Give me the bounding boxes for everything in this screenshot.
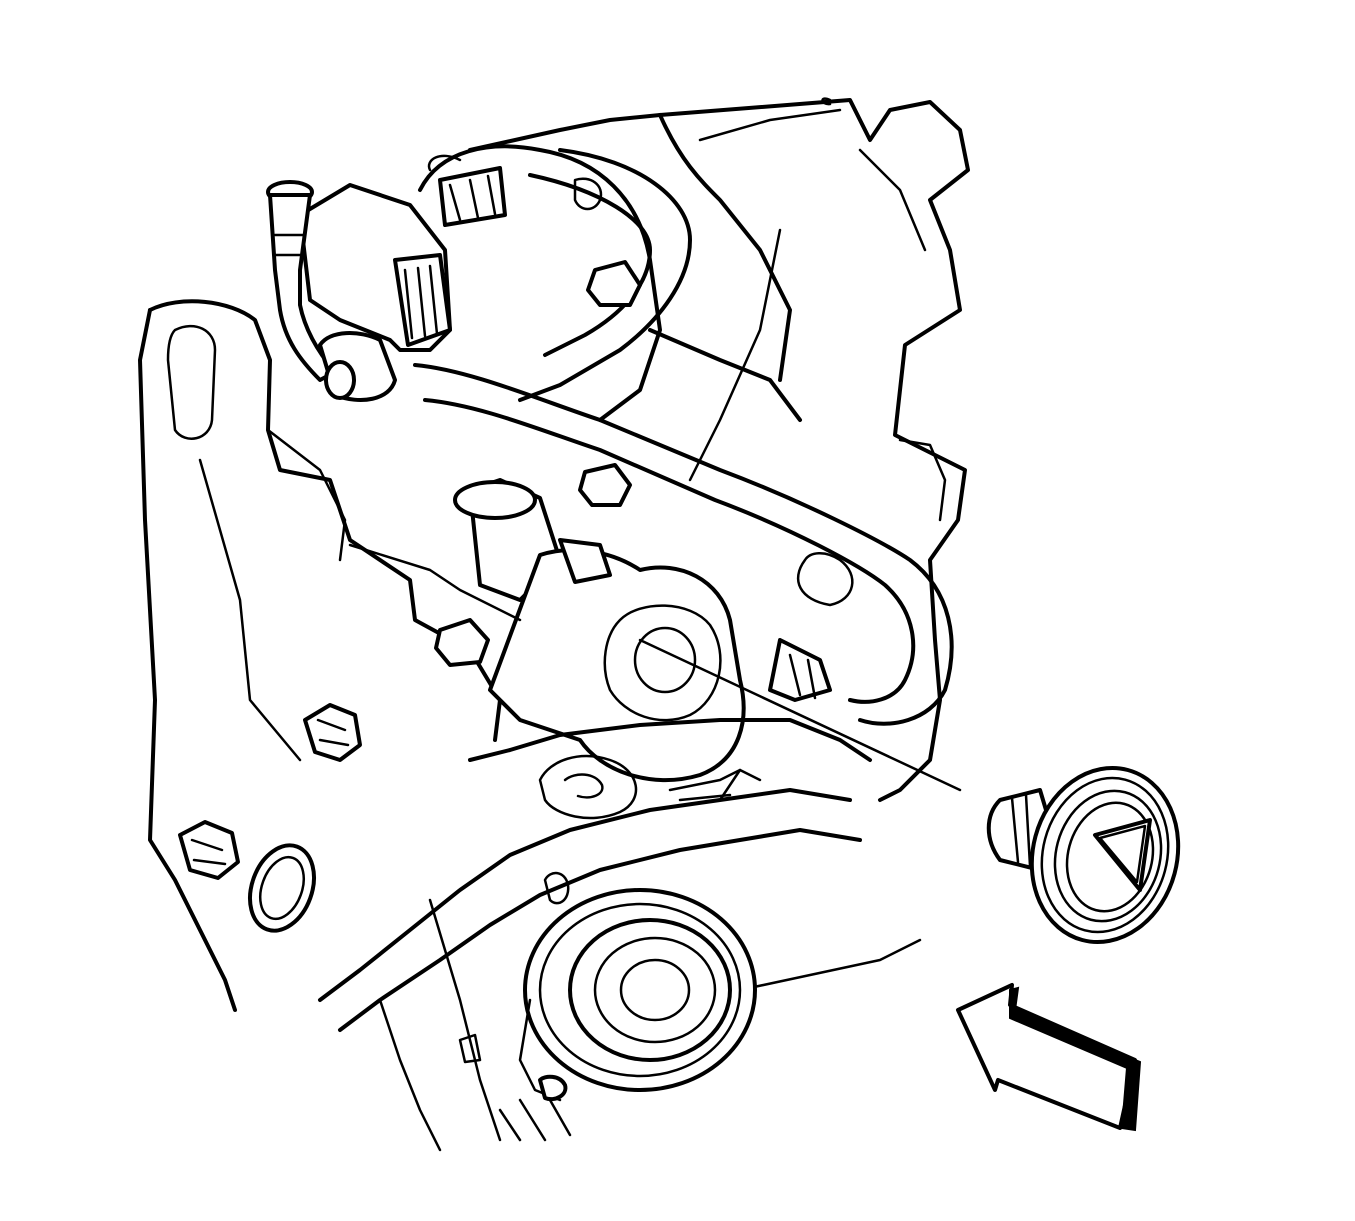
sensor-connector: [298, 166, 507, 352]
direction-arrow: [956, 983, 1142, 1132]
mounting-bracket: [138, 299, 502, 1012]
water-pump-pulley: [518, 888, 757, 1102]
front-cover: [418, 113, 802, 422]
thermostat: [986, 765, 1181, 945]
bolt-icon: [303, 703, 362, 762]
mount-bolt: [178, 260, 642, 880]
coolant-hose: [413, 148, 954, 726]
vent-tube: [266, 180, 397, 402]
bolt-icon: [434, 618, 490, 667]
core-plug: [248, 843, 316, 933]
drive-belt-tensioner: [318, 718, 922, 1152]
bolt-icon: [178, 820, 240, 880]
engine-block: [658, 97, 970, 802]
bolt-icon: [578, 463, 632, 507]
seal-icon: [1029, 765, 1181, 945]
